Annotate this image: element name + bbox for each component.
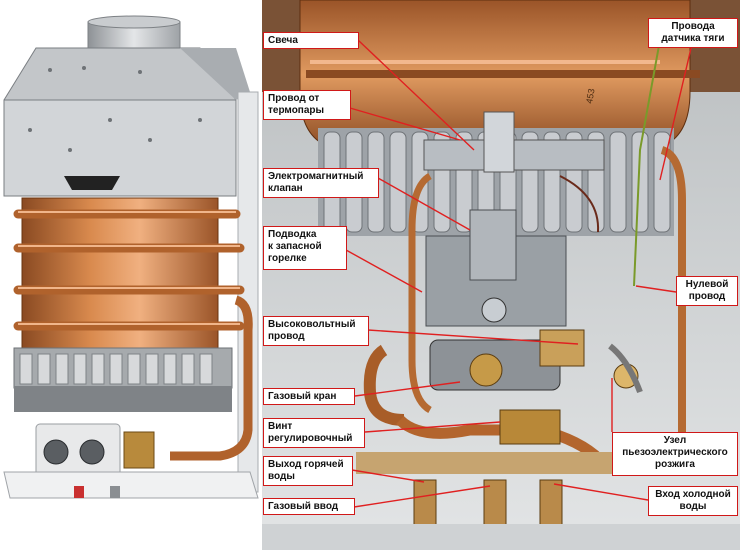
leader-hot-water xyxy=(351,469,425,483)
leader-hv-wire xyxy=(367,329,579,345)
leader-lines xyxy=(345,39,693,508)
svg-text:453: 453 xyxy=(584,88,596,105)
label-solenoid-valve: Электромагнитный клапан xyxy=(263,168,379,198)
leader-pilot-feed xyxy=(345,249,423,293)
leader-gas-inlet xyxy=(353,485,491,508)
label-pilot-burner-feed: Подводка к запасной горелке xyxy=(263,226,347,270)
leader-thermocouple xyxy=(349,107,461,141)
label-hot-water-out: Выход горячей воды xyxy=(263,456,353,486)
leader-cold-water xyxy=(553,483,649,501)
label-gas-inlet: Газовый ввод xyxy=(263,498,355,515)
leader-spark-plug xyxy=(357,39,475,151)
label-adjust-screw: Винт регулировочный xyxy=(263,418,365,448)
leader-adjust-screw xyxy=(364,421,501,433)
label-piezo-unit: Узел пьезоэлектрического розжига xyxy=(612,432,738,476)
leader-draft-wires xyxy=(659,43,693,181)
label-thermocouple-wire: Провод от термопары xyxy=(263,90,351,120)
label-neutral-wire: Нулевой провод xyxy=(676,276,738,306)
left-heater-photo xyxy=(0,0,262,550)
leader-neutral xyxy=(635,285,677,293)
label-spark-plug: Свеча xyxy=(263,32,359,49)
label-gas-valve: Газовый кран xyxy=(263,388,355,405)
label-cold-water-in: Вход холодной воды xyxy=(648,486,738,516)
leader-solenoid xyxy=(377,177,471,231)
label-hv-wire: Высоковольтный провод xyxy=(263,316,369,346)
label-draft-sensor-wires: Провода датчика тяги xyxy=(648,18,738,48)
leader-gas-valve xyxy=(354,381,461,397)
